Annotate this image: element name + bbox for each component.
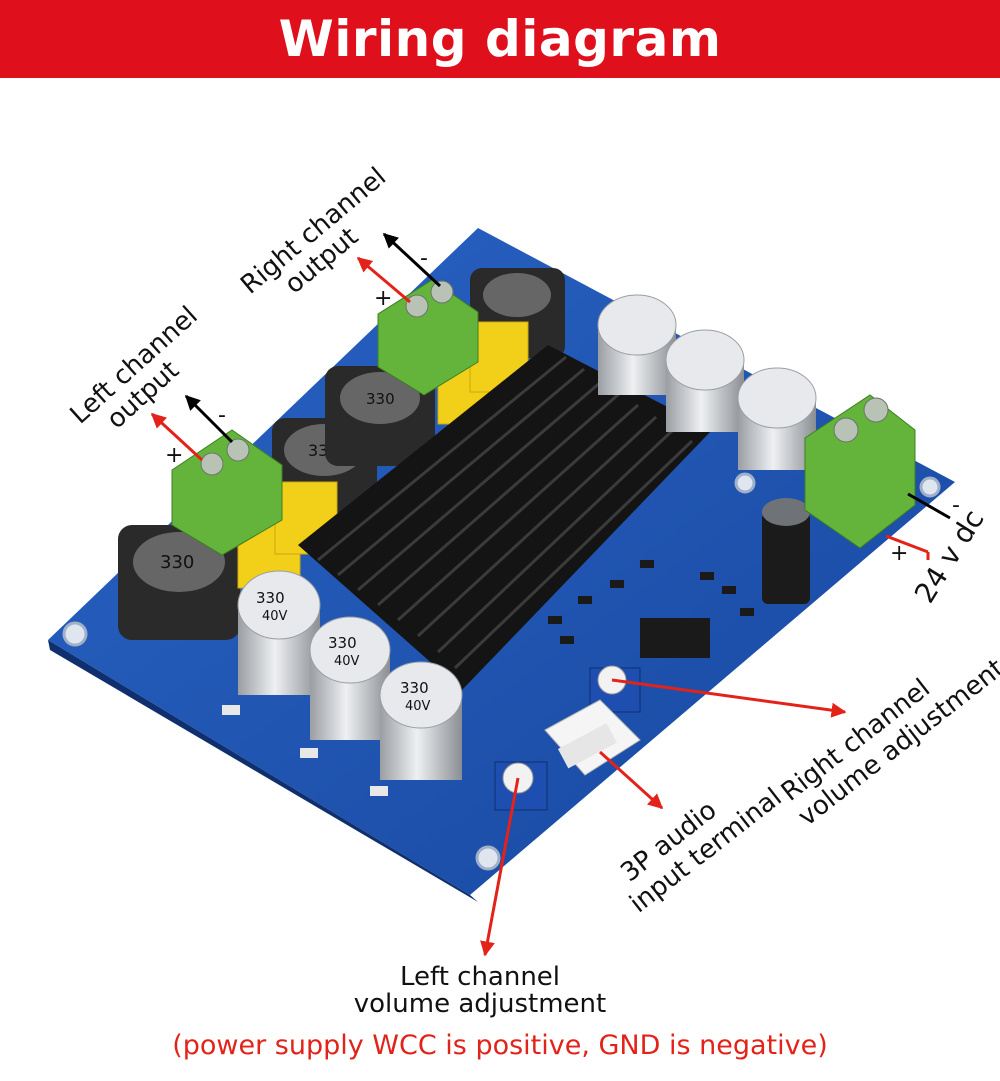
inductor: 330 — [118, 525, 240, 640]
potentiometer-left — [494, 761, 548, 811]
label-left-output: Left channel output — [65, 301, 204, 435]
red-arrow-icon — [598, 750, 664, 810]
heatsink — [298, 345, 712, 690]
svg-text:330: 330 — [256, 589, 285, 607]
svg-text:40V: 40V — [405, 699, 431, 714]
left-output-arrows: + - — [150, 394, 234, 468]
svg-text:Left channel: Left channel — [400, 962, 560, 992]
pointer-arrows — [480, 678, 847, 957]
capacitor — [665, 329, 745, 432]
smd-components — [222, 560, 754, 796]
ic-chip — [640, 618, 710, 658]
capacitor: 330 40V — [309, 616, 391, 740]
svg-text:40V: 40V — [334, 654, 360, 669]
svg-text:+: + — [890, 541, 908, 566]
terminal-block-right — [377, 279, 479, 396]
label-left-volume: Left channel volume adjustment — [354, 962, 606, 1019]
svg-text:+: + — [374, 286, 392, 311]
svg-text:volume adjustment: volume adjustment — [793, 653, 1000, 832]
inductor: 330 — [325, 366, 435, 466]
title-banner: Wiring diagram — [0, 0, 1000, 78]
svg-text:-: - — [218, 403, 226, 428]
power-input-marks: + - — [885, 492, 960, 566]
mounting-hole — [734, 472, 756, 494]
red-arrow-icon — [611, 678, 847, 718]
black-arrow-icon — [184, 394, 234, 444]
mounting-hole — [475, 845, 501, 871]
capacitor — [737, 367, 817, 470]
footer-note: (power supply WCC is positive, GND is ne… — [172, 1030, 828, 1061]
svg-text:+: + — [165, 443, 183, 468]
capacitor: 330 40V — [237, 570, 321, 695]
mounting-hole — [62, 621, 88, 647]
svg-text:volume adjustment: volume adjustment — [354, 989, 606, 1019]
capacitor — [597, 294, 677, 395]
svg-text:330: 330 — [328, 634, 357, 652]
terminal-block-power — [804, 394, 916, 549]
red-arrow-icon — [150, 412, 204, 462]
svg-text:330: 330 — [160, 552, 194, 573]
svg-text:-: - — [952, 493, 960, 518]
red-arrow-icon — [480, 777, 520, 957]
audio-input-jack — [544, 699, 641, 776]
svg-text:330: 330 — [366, 390, 395, 408]
right-output-arrows: + - — [356, 232, 442, 311]
small-capacitor — [762, 498, 810, 604]
label-power-input: 24 v dc — [908, 504, 991, 609]
label-right-volume: Right channel volume adjustment — [776, 653, 1000, 832]
mounting-hole — [919, 476, 941, 498]
svg-text:40V: 40V — [262, 609, 288, 624]
svg-text:24 v dc: 24 v dc — [908, 504, 991, 609]
electrolytic-capacitors: 330 40V 330 40V 330 40V — [237, 294, 817, 780]
black-arrow-icon — [382, 232, 442, 288]
red-arrow-icon — [356, 256, 411, 304]
page-title: Wiring diagram — [278, 10, 722, 68]
capacitor: 330 40V — [379, 661, 463, 780]
svg-text:-: - — [420, 246, 428, 271]
terminal-block-left — [171, 429, 283, 556]
svg-text:330: 330 — [400, 679, 429, 697]
